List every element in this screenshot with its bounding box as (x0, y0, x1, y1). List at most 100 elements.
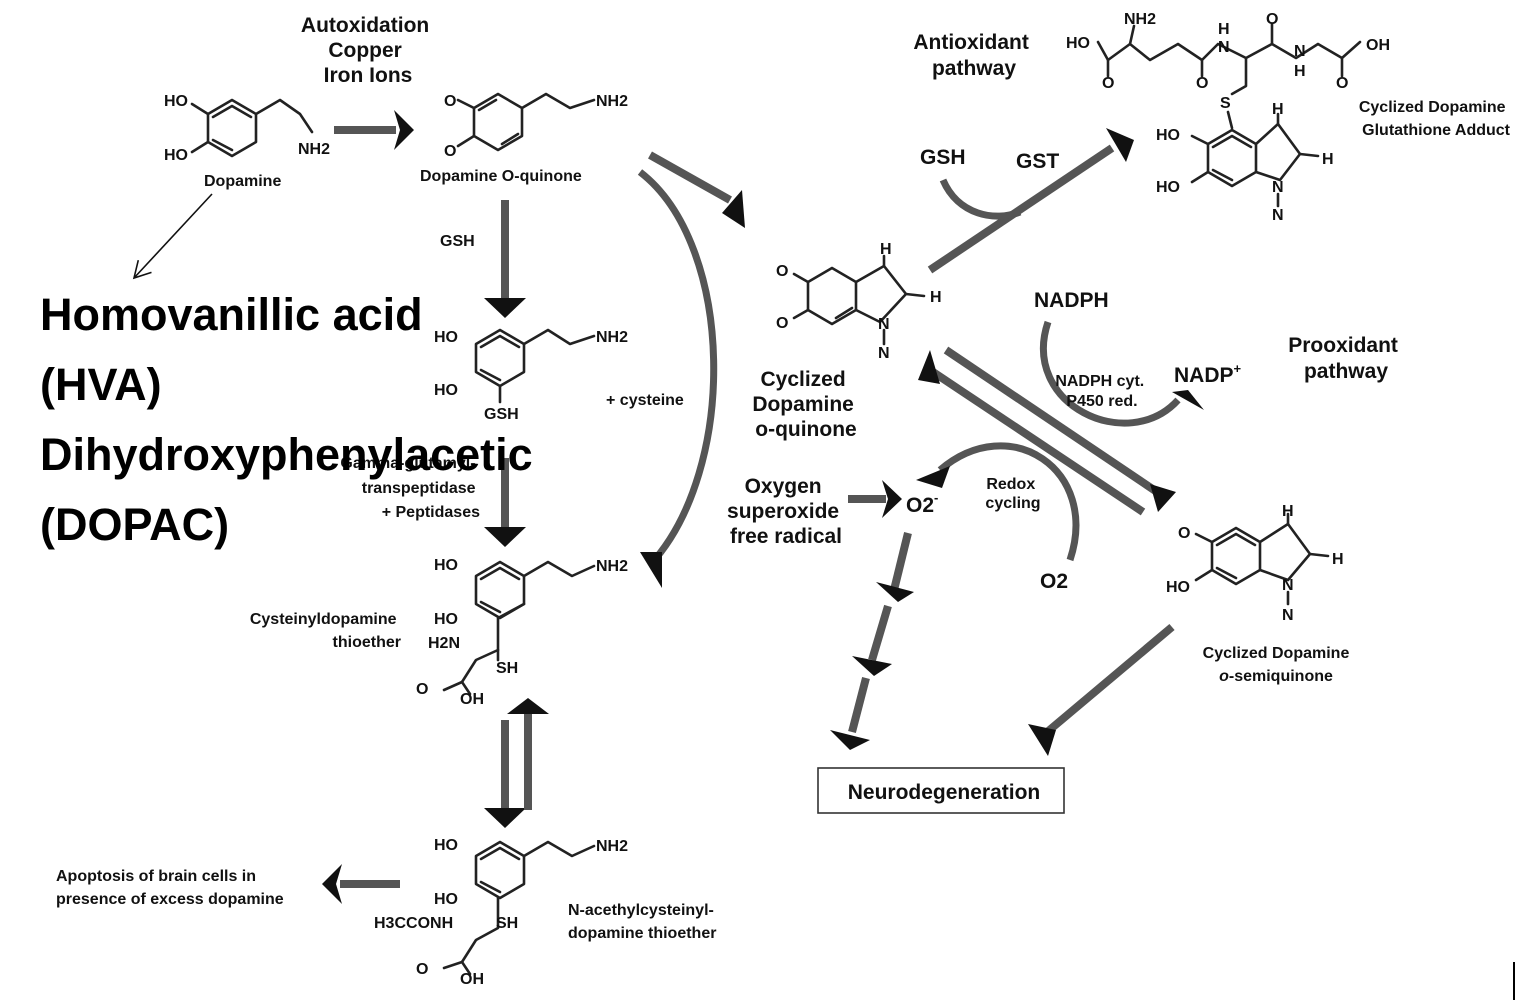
atom-labels: HO HO NH2 O O NH2 HO HO NH2 GSH HO HO NH… (164, 11, 1390, 988)
n-acetylcysteinyl-label: N-acethylcysteinyl- dopamine thioether (568, 902, 718, 942)
semiquinone-label-line2: o-semiquinone (1219, 668, 1333, 685)
atom-label: N (1218, 39, 1230, 56)
neurodegeneration-box (817, 767, 1065, 814)
arc-nadph (1039, 320, 1181, 427)
atom-label: HO (1066, 35, 1090, 52)
atom-label: S (1220, 95, 1231, 112)
atom-label: OH (1366, 37, 1390, 54)
arrow-cyclization (648, 151, 732, 204)
arrow-head (916, 466, 950, 488)
atom-label: H (1282, 503, 1294, 520)
cyclized-oquinone-structure (792, 254, 926, 346)
antioxidant-label: Antioxidant pathway (913, 31, 1034, 80)
overlay-line-dopac-abbr: (DOPAC) (40, 499, 229, 550)
atom-label: O (1178, 525, 1190, 542)
atom-label: HO (434, 329, 458, 346)
nadp-label: NADP+ (1174, 361, 1242, 387)
atom-label: O (1196, 75, 1208, 92)
atom-label: OH (460, 691, 484, 708)
overlay-line-hva: Homovanillic acid (40, 289, 423, 340)
atom-label: O (1102, 75, 1114, 92)
atom-label: H (1332, 551, 1344, 568)
atom-label: O (1336, 75, 1348, 92)
atom-label: N (1282, 607, 1294, 624)
arrow-head (1028, 724, 1056, 756)
atom-label: O (444, 143, 456, 160)
dopamine-oquinone-label: Dopamine O-quinone (420, 168, 582, 185)
atom-label: HO (1156, 127, 1180, 144)
cyclized-semiquinone-structure (1194, 512, 1330, 606)
pathway-labels: Autoxidation Copper Iron Ions Dopamine D… (56, 14, 1511, 942)
atom-label: H (930, 289, 942, 306)
cyclized-oquinone-label: Cyclized Dopamine o-quinone (752, 368, 859, 441)
atom-label: N (1282, 577, 1294, 594)
gst-label: GST (1016, 150, 1059, 173)
arrow-head (484, 527, 526, 547)
atom-label: N (1272, 207, 1284, 224)
atom-label: NH2 (298, 141, 330, 158)
arrow-semiquinone-neuro (1037, 623, 1175, 742)
atom-label: GSH (484, 406, 519, 423)
dopamine-oquinone-structure (456, 92, 596, 152)
atom-label: HO (164, 147, 188, 164)
nadph-label: NADPH (1034, 289, 1109, 312)
arrow-head (852, 656, 892, 676)
atom-label: O (416, 681, 428, 698)
prooxidant-label: Prooxidant pathway (1288, 334, 1404, 383)
atom-label: HO (164, 93, 188, 110)
atom-label: N (1272, 179, 1284, 196)
arc-gsh-input (939, 178, 1022, 220)
atom-label: NH2 (596, 329, 628, 346)
atom-label: O (776, 263, 788, 280)
atom-label: H (880, 241, 892, 258)
atom-label: O (776, 315, 788, 332)
atom-label: SH (496, 915, 518, 932)
nadph-cyt-label: NADPH cyt. P450 red. (1055, 373, 1148, 410)
dopamine-label: Dopamine (204, 173, 281, 190)
arrow-head (507, 698, 549, 714)
atom-label: H (1218, 21, 1230, 38)
autoxidation-label: Autoxidation Copper Iron Ions (301, 14, 435, 87)
atom-label: H (1272, 101, 1284, 118)
cysteinyldopamine-structure (442, 560, 596, 696)
semiquinone-label-line1: Cyclized Dopamine (1203, 645, 1350, 662)
redox-cycling-label: Redox cycling (985, 476, 1040, 512)
glutathione-adduct-structure (1096, 22, 1362, 208)
atom-label: O (444, 93, 456, 110)
cysteinyldopamine-label: Cysteinyldopamine thioether (250, 611, 401, 651)
atom-label: NH2 (596, 558, 628, 575)
gsh-left-label: GSH (440, 233, 475, 250)
arrow-head (322, 864, 342, 904)
arrow-chain-1 (890, 532, 912, 591)
arrow-head (918, 350, 940, 384)
peptidase-label: Gamma-glutamyl- transpeptidase + Peptida… (340, 455, 480, 521)
oxygen-superoxide-label: Oxygen superoxide free radical (727, 475, 845, 548)
arrow-head (640, 552, 662, 588)
gsh-adduct-structure (474, 328, 596, 404)
arrow-chain-3 (848, 676, 870, 734)
atom-label: SH (496, 660, 518, 677)
hva-dopac-overlay: Homovanillic acid (HVA) Dihydroxyphenyla… (40, 289, 533, 550)
arrow-reduction (943, 346, 1163, 498)
gsh-right-label: GSH (920, 146, 966, 169)
superoxide-species-label: O2- (906, 490, 938, 517)
arrows (132, 110, 1204, 904)
arrow-head (484, 298, 526, 318)
neurodegeneration-label: Neurodegeneration (848, 781, 1041, 804)
n-acetylcysteinyl-structure (442, 840, 596, 976)
atom-label: H (1322, 151, 1334, 168)
arrow-head (882, 480, 902, 518)
arrow-chain-2 (868, 604, 892, 662)
atom-label: HO (1166, 579, 1190, 596)
arrow-head (1172, 390, 1204, 410)
atom-label: NH2 (596, 838, 628, 855)
glutathione-adduct-label: Cyclized Dopamine Glutathione Adduct (1359, 99, 1511, 139)
arrow-to-hva (132, 193, 213, 280)
arrow-head (830, 730, 870, 750)
atom-label: OH (460, 971, 484, 988)
apoptosis-label: Apoptosis of brain cells in presence of … (56, 868, 284, 908)
atom-label: O (1266, 11, 1278, 28)
arc-redox-cycling (937, 442, 1080, 562)
arrow-oxidation (927, 366, 1146, 516)
